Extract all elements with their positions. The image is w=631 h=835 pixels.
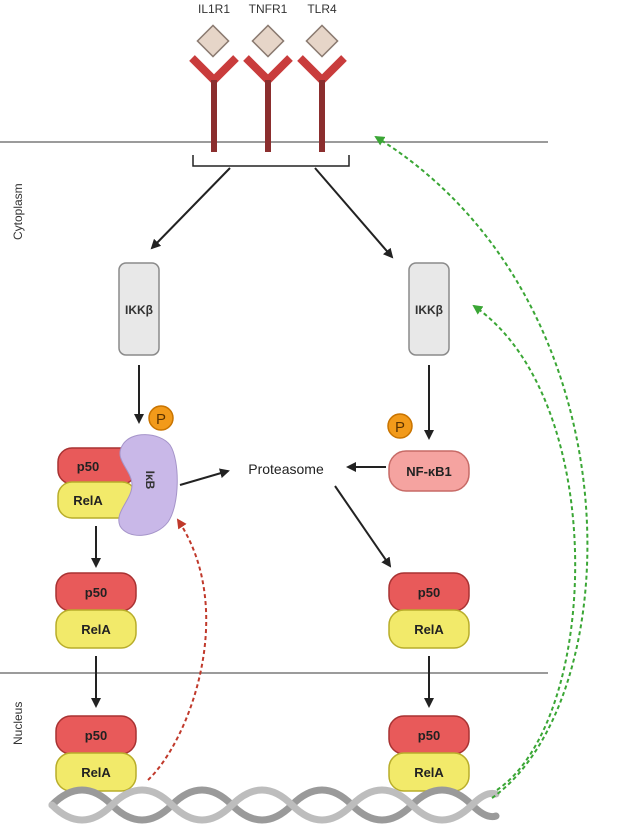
p50-label: p50: [418, 728, 440, 743]
ikb-shape: [118, 434, 178, 536]
receptor-arms-icon: [189, 55, 239, 84]
receptor-label: IL1R1: [198, 2, 230, 16]
receptor-stem: [319, 80, 325, 152]
arrow-to-left-ikk: [150, 167, 231, 250]
nfkb1-label: NF-κB1: [406, 464, 452, 479]
cytoplasm-label: Cytoplasm: [11, 183, 25, 240]
phospho-label: P: [156, 411, 166, 428]
nucleus-label: Nucleus: [11, 702, 25, 745]
receptor-arms-icon: [243, 55, 293, 84]
feedback-arrow-ikb: [147, 518, 208, 781]
p50-label: p50: [77, 459, 99, 474]
rela-label: RelA: [414, 622, 444, 637]
ligand-icon: [196, 24, 230, 58]
dna-strand-b: [48, 786, 500, 824]
receptor-label: TNFR1: [249, 2, 288, 16]
feedback-arrow-receptors: [374, 135, 589, 799]
receptor-stem: [265, 80, 271, 152]
ikk-box: [118, 262, 160, 356]
feedback-arrow-ikk: [472, 304, 577, 791]
receptor-stem: [211, 80, 217, 152]
phospho-circle: [387, 413, 413, 439]
proteasome-label: Proteasome: [248, 461, 324, 477]
phospho-left: P: [148, 405, 174, 431]
arrow-ikb-to-proteasome: [179, 468, 230, 486]
p50-label: p50: [418, 585, 440, 600]
right-nuclear-dimer: p50 RelA: [388, 715, 470, 792]
ligand-icon: [305, 24, 339, 58]
p50-label: p50: [85, 585, 107, 600]
p50-rela-ikb-complex: p50 RelA IκB: [57, 434, 178, 536]
left-ikk-beta: IKKβ: [118, 262, 160, 356]
rela-label: RelA: [81, 622, 111, 637]
nfkb1-block: [388, 450, 470, 492]
ikk-box: [408, 262, 450, 356]
rela-block: [388, 609, 470, 649]
right-free-dimer: p50 RelA: [388, 572, 470, 649]
dna-helix-icon: [48, 786, 500, 824]
rela-label: RelA: [414, 765, 444, 780]
rela-label: RelA: [73, 493, 103, 508]
receptor-arms-icon: [297, 55, 347, 84]
receptor-label: TLR4: [307, 2, 337, 16]
rela-block: [55, 609, 137, 649]
nfkb1-precursor: NF-κB1: [388, 450, 470, 492]
p50-label: p50: [85, 728, 107, 743]
ikk-label: IKKβ: [125, 303, 153, 317]
rela-label: RelA: [81, 765, 111, 780]
receptor-tlr4: TLR4: [297, 2, 347, 152]
right-ikk-beta: IKKβ: [408, 262, 450, 356]
arrow-to-right-ikk: [314, 167, 394, 259]
receptor-il1r1: IL1R1: [189, 2, 239, 152]
ligand-icon: [251, 24, 285, 58]
ikk-label: IKKβ: [415, 303, 443, 317]
receptor-bracket: [192, 155, 350, 167]
phospho-label: P: [395, 419, 405, 436]
phospho-right: P: [387, 413, 413, 439]
ikb-label: IκB: [143, 471, 157, 490]
left-nuclear-dimer: p50 RelA: [55, 715, 137, 792]
phospho-circle: [148, 405, 174, 431]
left-free-dimer: p50 RelA: [55, 572, 137, 649]
receptor-tnfr1: TNFR1: [243, 2, 293, 152]
arrow-proteasome-to-right-dimer: [334, 485, 392, 568]
